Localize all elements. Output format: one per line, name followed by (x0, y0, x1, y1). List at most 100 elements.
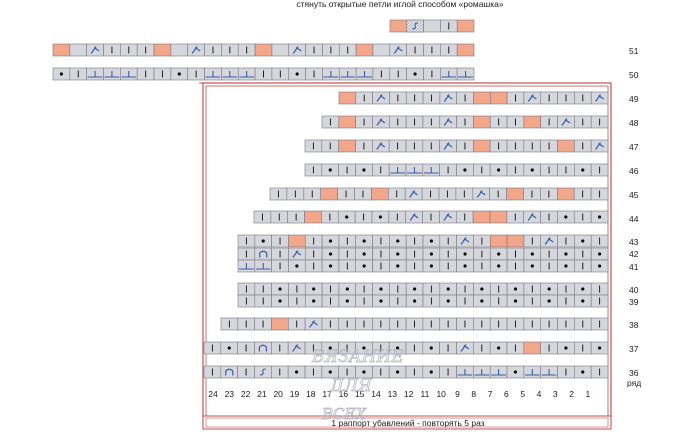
watermark-line-1: ВЯЗАНИЕ (311, 347, 404, 367)
stitch-cell (456, 43, 475, 57)
stitch-cell (523, 341, 541, 355)
stitch-number: 13 (388, 389, 398, 399)
stitch-number: 9 (455, 389, 460, 399)
stitch-cell (439, 91, 457, 105)
footer-note: 1 раппорт убавлений - повторять 5 раз (331, 418, 484, 428)
stitch-cell (540, 234, 558, 248)
stitch-number: 19 (290, 389, 300, 399)
row-label: 43 (629, 237, 639, 247)
stitch-cell (489, 234, 508, 248)
stitch-number: 10 (436, 389, 446, 399)
stitch-cell (69, 43, 87, 57)
stitch-cell (372, 115, 390, 129)
watermark-line-3: ВСЕХ (321, 405, 367, 423)
stitch-cell (287, 341, 306, 355)
stitch-cell (523, 91, 542, 105)
stitch-cell (271, 43, 290, 57)
row-label: 42 (629, 249, 639, 259)
stitch-cell (304, 317, 323, 331)
stitch-cell (254, 247, 272, 261)
row-label: 49 (629, 94, 639, 104)
chart-row (237, 247, 609, 261)
row-axis-label: ряд (627, 378, 641, 388)
stitch-cell (506, 234, 525, 248)
stitch-cell (320, 187, 338, 201)
stitch-cell (254, 341, 272, 355)
stitch-number: 3 (553, 389, 558, 399)
chart-row (52, 67, 475, 81)
header-note: стянуть открытые петли иглой способом «р… (296, 0, 503, 9)
row-label: 41 (629, 262, 639, 272)
stitch-number: 17 (322, 389, 332, 399)
row-label: 39 (629, 297, 639, 307)
stitch-number: 6 (504, 389, 509, 399)
stitch-cell (405, 210, 423, 224)
chart-row (304, 163, 609, 177)
stitch-cell (439, 115, 457, 129)
row-label: 40 (629, 285, 639, 295)
row-label: 48 (629, 118, 639, 128)
row-label: 46 (629, 166, 639, 176)
stitch-cell (372, 43, 391, 57)
stitch-cell (439, 210, 457, 224)
chart-row (52, 43, 475, 57)
stitch-number: 18 (306, 389, 316, 399)
stitch-cell (153, 43, 172, 57)
stitch-cell (288, 234, 306, 248)
stitch-cell (556, 187, 575, 201)
stitch-cell (338, 139, 356, 153)
chart-row (237, 259, 609, 273)
stitch-cell (439, 139, 457, 153)
row-label: 37 (629, 344, 639, 354)
stitch-grid (52, 19, 609, 379)
chart-row (203, 365, 609, 379)
stitch-cell (86, 43, 104, 57)
stitch-cell (590, 91, 609, 105)
stitch-cell (371, 187, 389, 201)
stitch-cell (490, 91, 508, 105)
stitch-cell (557, 139, 575, 153)
stitch-number: 15 (355, 389, 365, 399)
stitch-cell (489, 210, 508, 224)
chart-row (237, 234, 609, 248)
stitch-cell (254, 43, 273, 57)
stitch-cell (187, 43, 205, 57)
stitch-cell (456, 234, 474, 248)
stitch-cell (271, 317, 289, 331)
chart-row (338, 91, 609, 105)
stitch-number: 11 (420, 389, 429, 399)
stitch-cell (456, 341, 474, 355)
stitch-number: 4 (537, 389, 542, 399)
chart-row (269, 187, 609, 201)
stitch-cell (220, 365, 238, 379)
row-label: 44 (629, 214, 639, 224)
chart-row (237, 294, 609, 308)
stitch-cell (472, 187, 490, 201)
stitch-number: 24 (208, 389, 218, 399)
stitch-number: 20 (273, 389, 283, 399)
stitch-number: 23 (225, 389, 235, 399)
stitch-number: 14 (371, 389, 381, 399)
stitch-number: 12 (404, 389, 414, 399)
row-label: 36 (629, 368, 639, 378)
row-label: 51 (629, 46, 639, 56)
stitch-number: 5 (520, 389, 525, 399)
stitch-cell (338, 115, 356, 129)
chart-row (304, 139, 609, 153)
stitch-number: 21 (257, 389, 267, 399)
stitch-cell (52, 43, 71, 57)
row-label: 45 (629, 190, 639, 200)
watermark-line-2: ДЛЯ (329, 376, 372, 396)
stitch-number: 22 (241, 389, 251, 399)
chart-row (321, 115, 609, 129)
stitch-number: 2 (569, 389, 574, 399)
chart-row (237, 282, 609, 296)
row-label: 47 (629, 142, 639, 152)
row-label: 38 (629, 320, 639, 330)
stitch-number: 8 (471, 389, 476, 399)
stitch-cell (288, 43, 306, 57)
stitch-cell (288, 247, 306, 261)
stitch-cell (372, 91, 390, 105)
